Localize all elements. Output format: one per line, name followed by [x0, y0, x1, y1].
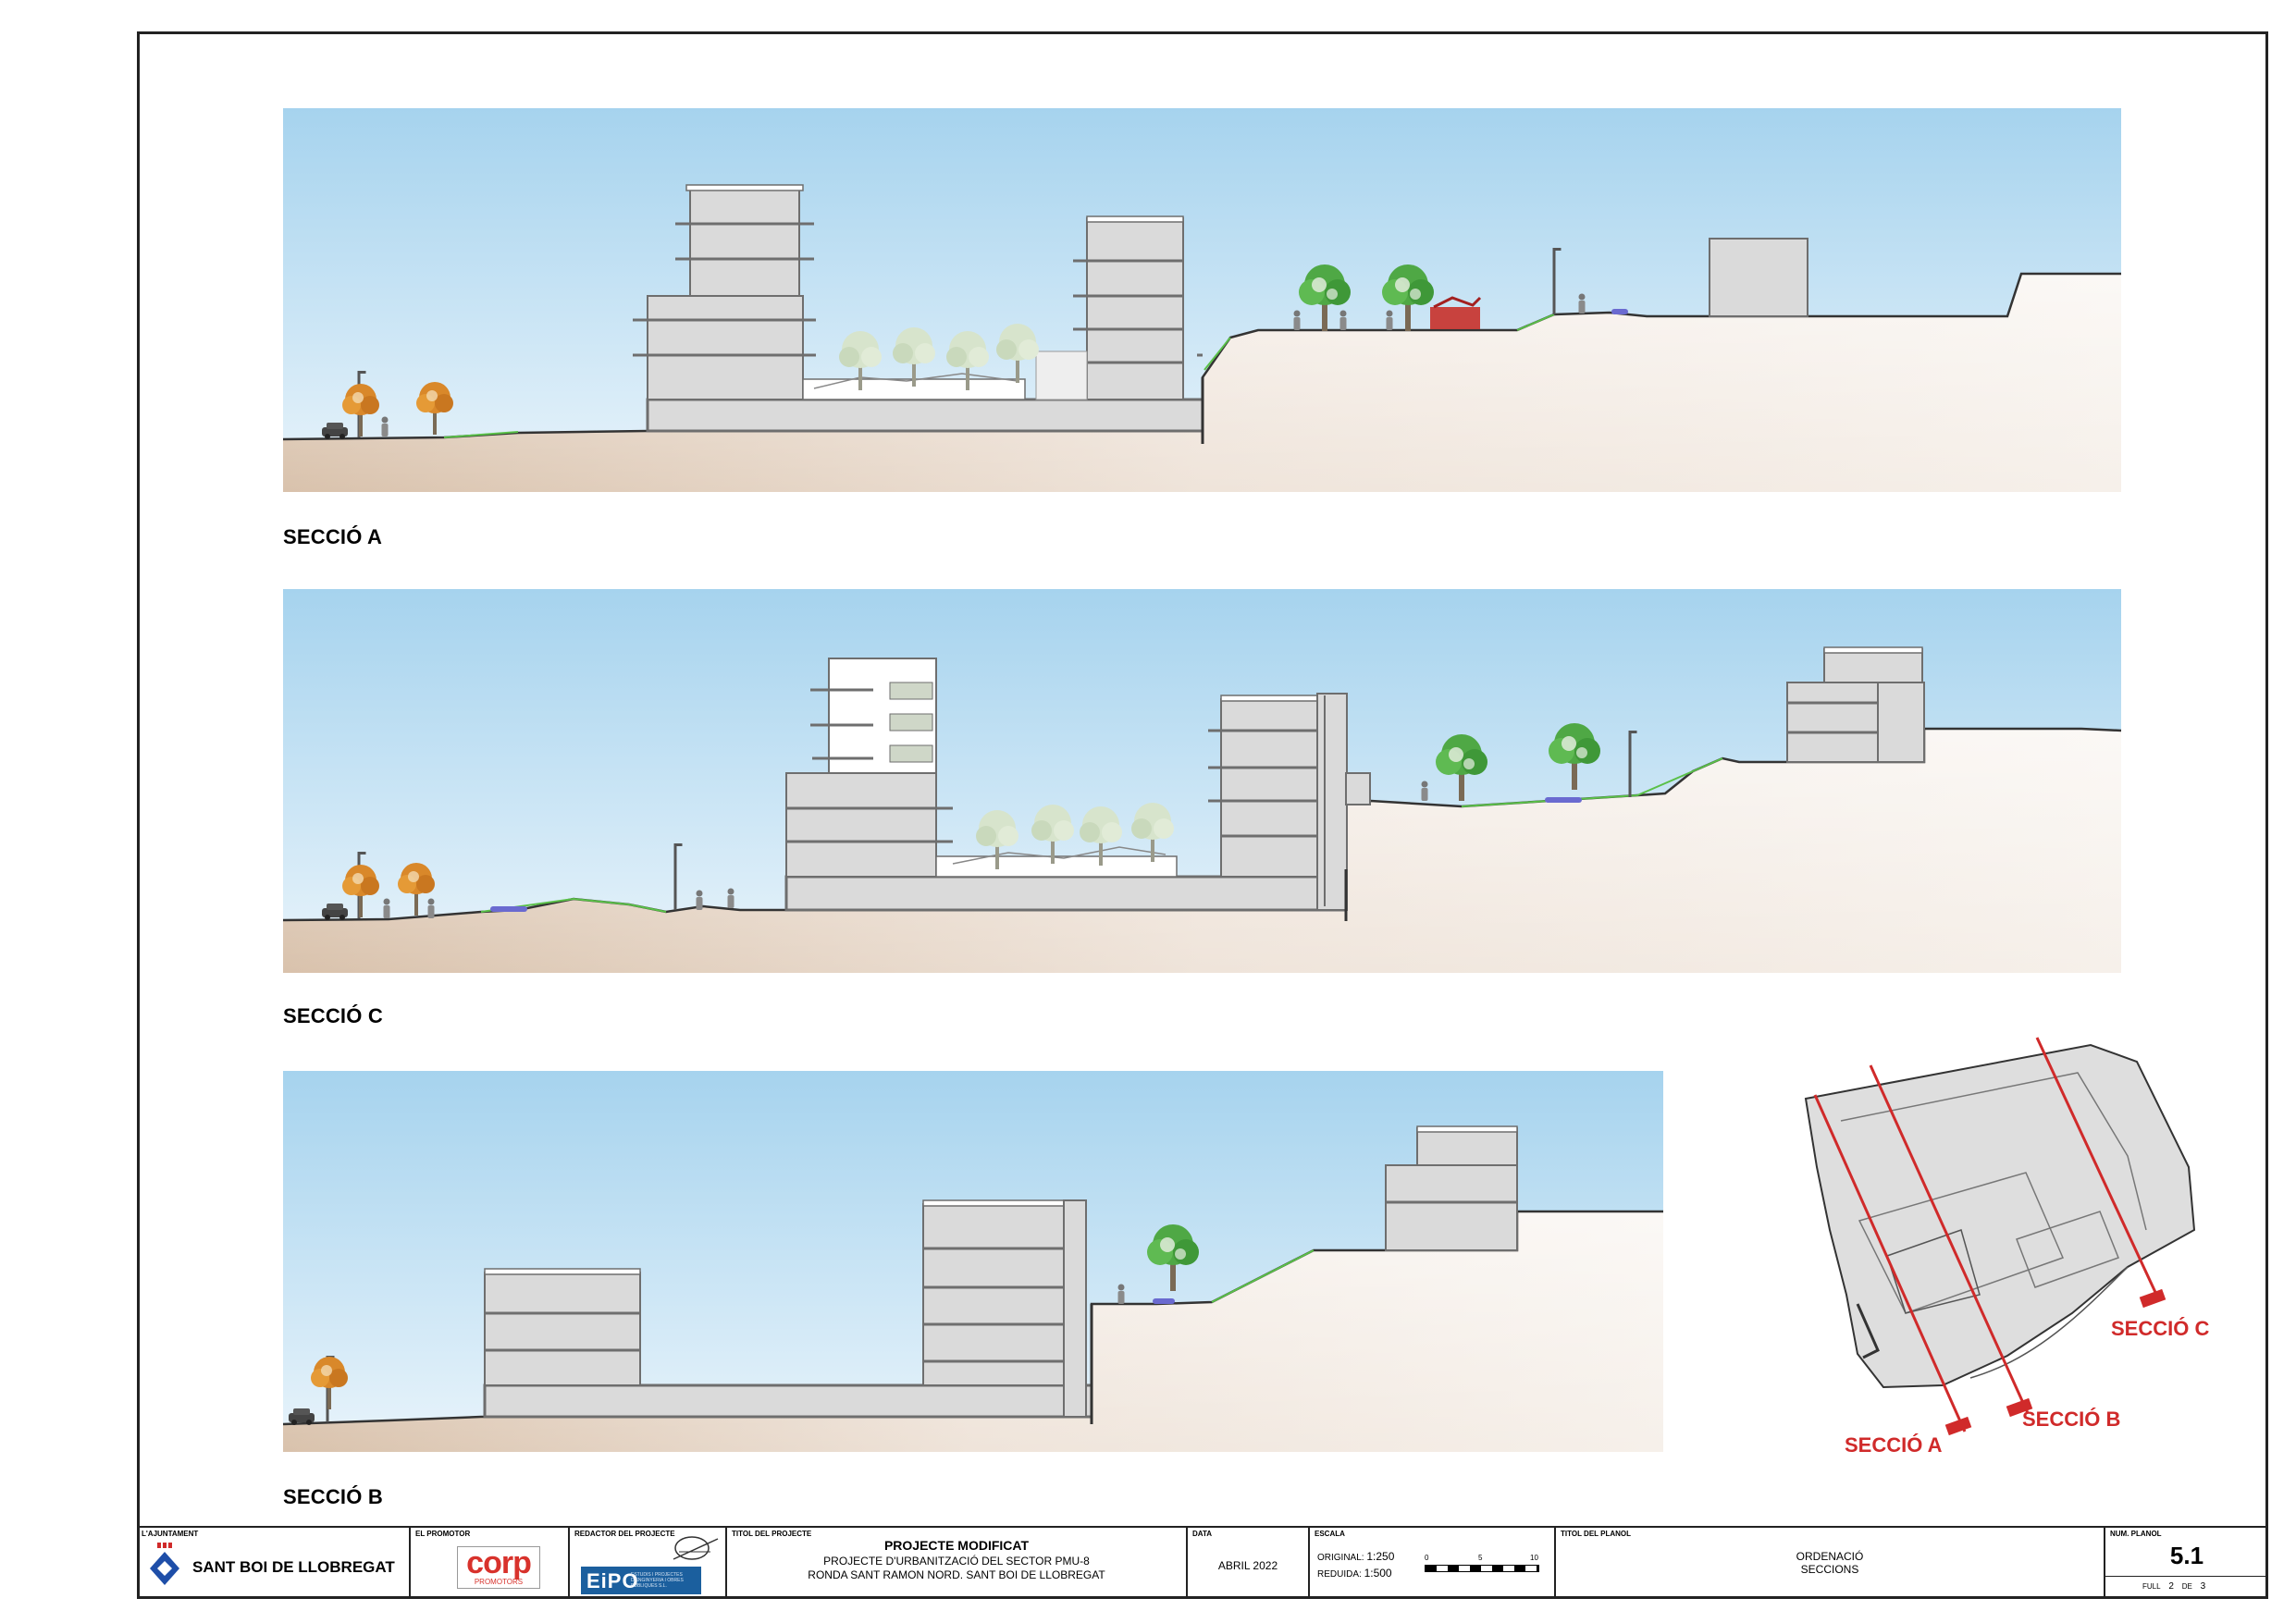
tb-redactor-caption: REDACTOR DEL PROJECTE — [574, 1530, 675, 1538]
tb-num-value: 5.1 — [2169, 1542, 2204, 1569]
tb-escala-reduida-value: 1:500 — [1364, 1567, 1392, 1580]
sheet-frame — [137, 31, 2268, 1599]
scale-tick-5: 5 — [1478, 1554, 1483, 1562]
tb-planol-line1: ORDENACIÓ — [1796, 1550, 1864, 1563]
section-c-drawing — [282, 589, 2122, 973]
tb-escala-reduida-label: REDUIDA: — [1317, 1569, 1362, 1580]
tb-escala: ESCALA ORIGINAL: 1:250 REDUIDA: 1:500 0 … — [1310, 1528, 1556, 1599]
tb-promotor-caption: EL PROMOTOR — [415, 1530, 471, 1538]
scale-tick-0: 0 — [1425, 1554, 1429, 1562]
tb-planol-caption: TITOL DEL PLANOL — [1561, 1530, 1632, 1538]
tb-projecte-caption: TITOL DEL PROJECTE — [732, 1530, 812, 1538]
section-a-label: SECCIÓ A — [283, 525, 383, 548]
tb-full-label: FULL — [2142, 1582, 2161, 1591]
tb-projecte-line3: RONDA SANT RAMON NORD. SANT BOI DE LLOBR… — [808, 1568, 1105, 1581]
corp-logo-sub: PROMOTORS — [474, 1578, 524, 1586]
key-label-seccio-b: SECCIÓ B — [2022, 1408, 2120, 1431]
tb-num-caption: NUM. PLANOL — [2110, 1530, 2162, 1538]
corp-logo: corp PROMOTORS — [457, 1546, 540, 1589]
corp-logo-text: corp — [466, 1545, 532, 1580]
tb-escala-reduida: REDUIDA: 1:500 — [1317, 1567, 1392, 1580]
eipo-logo-text: EiPO — [586, 1569, 639, 1592]
tb-data-caption: DATA — [1192, 1530, 1213, 1538]
compass-sketch-icon — [673, 1536, 719, 1560]
tb-escala-original: ORIGINAL: 1:250 — [1317, 1550, 1394, 1563]
town-crest-icon — [150, 1543, 179, 1585]
tb-projecte-line2: PROJECTE D'URBANITZACIÓ DEL SECTOR PMU-8 — [823, 1555, 1090, 1568]
tb-de-label: DE — [2181, 1582, 2192, 1591]
tb-data: DATA ABRIL 2022 — [1188, 1528, 1310, 1599]
key-label-seccio-a: SECCIÓ A — [1845, 1433, 1943, 1457]
tb-planol: TITOL DEL PLANOL ORDENACIÓ SECCIONS — [1556, 1528, 2105, 1599]
tb-escala-caption: ESCALA — [1315, 1530, 1345, 1538]
tb-ajuntament-caption: L'AJUNTAMENT — [142, 1530, 199, 1538]
section-c-label: SECCIÓ C — [283, 1004, 383, 1027]
tb-full-value: 2 — [2168, 1581, 2174, 1592]
tb-projecte: TITOL DEL PROJECTE PROJECTE MODIFICAT PR… — [727, 1528, 1188, 1599]
eipo-logo-sub: ESTUDIS I PROJECTES D'ENGINYERIA I OBRES… — [631, 1572, 684, 1589]
tb-num: NUM. PLANOL 5.1 FULL 2 DE 3 — [2105, 1528, 2268, 1599]
tb-promotor: EL PROMOTOR corp PROMOTORS — [411, 1528, 570, 1599]
tb-escala-original-value: 1:250 — [1366, 1550, 1395, 1563]
tb-ajuntament: L'AJUNTAMENT SANT BOI DE LLOBREGAT — [137, 1528, 411, 1599]
tb-data-value: ABRIL 2022 — [1217, 1559, 1278, 1572]
scale-tick-10: 10 — [1530, 1554, 1538, 1562]
eipo-logo: EiPO ESTUDIS I PROJECTES D'ENGINYERIA I … — [581, 1567, 701, 1594]
tb-full: FULL 2 DE 3 — [2142, 1581, 2205, 1592]
tb-escala-original-label: ORIGINAL: — [1317, 1553, 1364, 1563]
tb-planol-line2: SECCIONS — [1800, 1563, 1859, 1576]
section-b-label: SECCIÓ B — [283, 1485, 383, 1508]
section-b-drawing — [282, 1071, 1663, 1452]
title-block: L'AJUNTAMENT SANT BOI DE LLOBREGAT EL PR… — [137, 1526, 2268, 1599]
tb-de-value: 3 — [2200, 1581, 2206, 1592]
tb-projecte-line1: PROJECTE MODIFICAT — [883, 1538, 1030, 1553]
key-plan: SECCIÓ A SECCIÓ B SECCIÓ C — [1804, 1037, 2209, 1457]
key-label-seccio-c: SECCIÓ C — [2111, 1317, 2209, 1340]
tb-redactor: REDACTOR DEL PROJECTE EiPO ESTUDIS I PRO… — [570, 1528, 727, 1599]
section-a-drawing — [282, 108, 2121, 492]
tb-ajuntament-name: SANT BOI DE LLOBREGAT — [192, 1558, 395, 1576]
